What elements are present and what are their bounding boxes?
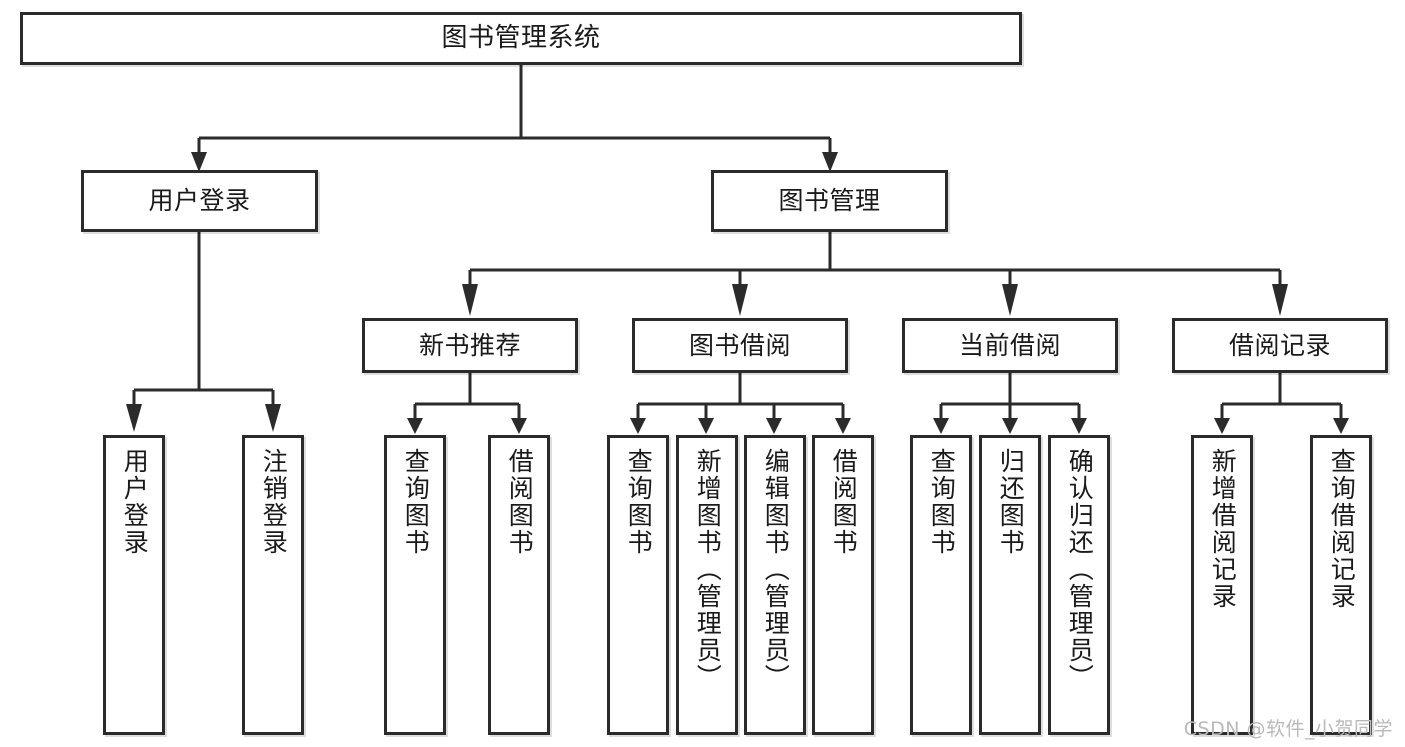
- leaf-current-borrow-confirm-return[interactable]: 确认归还（管理员）: [1048, 435, 1110, 735]
- node-book-management[interactable]: 图书管理: [711, 170, 948, 232]
- node-current-borrow-label: 当前借阅: [958, 330, 1061, 360]
- leaf-current-borrow-query-book-label: 查询图书: [927, 448, 957, 556]
- leaf-borrow-record-query-record-label: 查询借阅记录: [1327, 448, 1357, 610]
- node-user-login[interactable]: 用户登录: [81, 170, 318, 232]
- leaf-user-login-login-label: 用户登录: [120, 448, 150, 556]
- leaf-current-borrow-query-book[interactable]: 查询图书: [910, 435, 972, 735]
- node-current-borrow[interactable]: 当前借阅: [902, 318, 1118, 373]
- leaf-new-book-borrow-book[interactable]: 借阅图书: [488, 435, 550, 735]
- leaf-current-borrow-return-book[interactable]: 归还图书: [979, 435, 1041, 735]
- node-book-borrow-label: 图书借阅: [688, 330, 791, 360]
- leaf-book-borrow-edit-book[interactable]: 编辑图书（管理员）: [744, 435, 806, 735]
- leaf-borrow-record-add-record[interactable]: 新增借阅记录: [1191, 435, 1253, 735]
- node-borrow-record-label: 借阅记录: [1228, 330, 1331, 360]
- leaf-book-borrow-add-book[interactable]: 新增图书（管理员）: [676, 435, 738, 735]
- node-new-book-recommend-label: 新书推荐: [418, 330, 521, 360]
- leaf-new-book-query-book[interactable]: 查询图书: [384, 435, 446, 735]
- leaf-book-borrow-query-book[interactable]: 查询图书: [607, 435, 669, 735]
- leaf-new-book-borrow-book-label: 借阅图书: [505, 448, 535, 556]
- leaf-borrow-record-query-record[interactable]: 查询借阅记录: [1310, 435, 1372, 735]
- leaf-current-borrow-return-book-label: 归还图书: [996, 448, 1026, 556]
- watermark-text: CSDN @软件_小贺同学: [1183, 718, 1393, 740]
- leaf-user-login-logout-label: 注销登录: [259, 448, 289, 556]
- leaf-current-borrow-confirm-return-label: 确认归还（管理员）: [1065, 448, 1095, 691]
- leaf-book-borrow-borrow-book-label: 借阅图书: [829, 448, 859, 556]
- node-book-borrow[interactable]: 图书借阅: [632, 318, 848, 373]
- node-root-label: 图书管理系统: [441, 23, 601, 54]
- leaf-new-book-query-book-label: 查询图书: [401, 448, 431, 556]
- leaf-book-borrow-add-book-label: 新增图书（管理员）: [693, 448, 723, 691]
- leaf-borrow-record-add-record-label: 新增借阅记录: [1208, 448, 1238, 610]
- leaf-book-borrow-edit-book-label: 编辑图书（管理员）: [761, 448, 791, 691]
- node-user-login-label: 用户登录: [148, 186, 251, 216]
- leaf-book-borrow-borrow-book[interactable]: 借阅图书: [812, 435, 874, 735]
- leaf-book-borrow-query-book-label: 查询图书: [624, 448, 654, 556]
- leaf-user-login-login[interactable]: 用户登录: [103, 435, 165, 735]
- node-book-management-label: 图书管理: [778, 186, 881, 216]
- node-root-book-management-system[interactable]: 图书管理系统: [20, 12, 1022, 65]
- node-new-book-recommend[interactable]: 新书推荐: [362, 318, 578, 373]
- leaf-user-login-logout[interactable]: 注销登录: [242, 435, 304, 735]
- node-borrow-record[interactable]: 借阅记录: [1172, 318, 1388, 373]
